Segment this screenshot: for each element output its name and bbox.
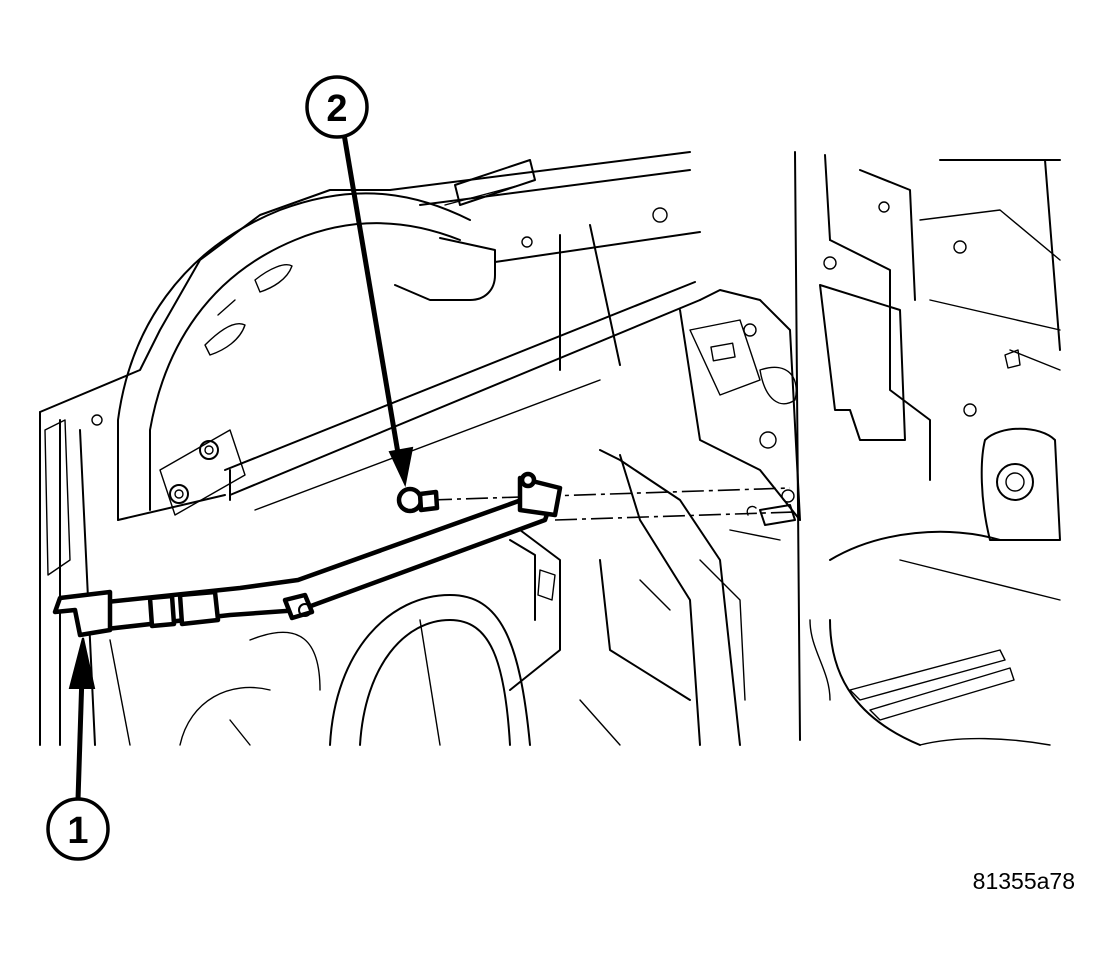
callout-2-circle [305,75,369,139]
callout-2-arrowhead [388,446,414,488]
callout-1-number: 1 [67,810,88,852]
strap-assembly [52,471,563,638]
bolt-fastener [396,486,440,514]
callout-2-number: 2 [326,88,347,130]
callout-2: 2 [305,75,414,488]
callout-2-leader [341,133,403,466]
callout-1-leader [75,674,85,801]
figure-id: 81355a78 [973,868,1075,894]
callout-1-circle [46,797,110,861]
callout-1-arrowhead [68,637,96,689]
vehicle-body-structure [39,151,1061,746]
callout-1: 1 [46,637,110,861]
